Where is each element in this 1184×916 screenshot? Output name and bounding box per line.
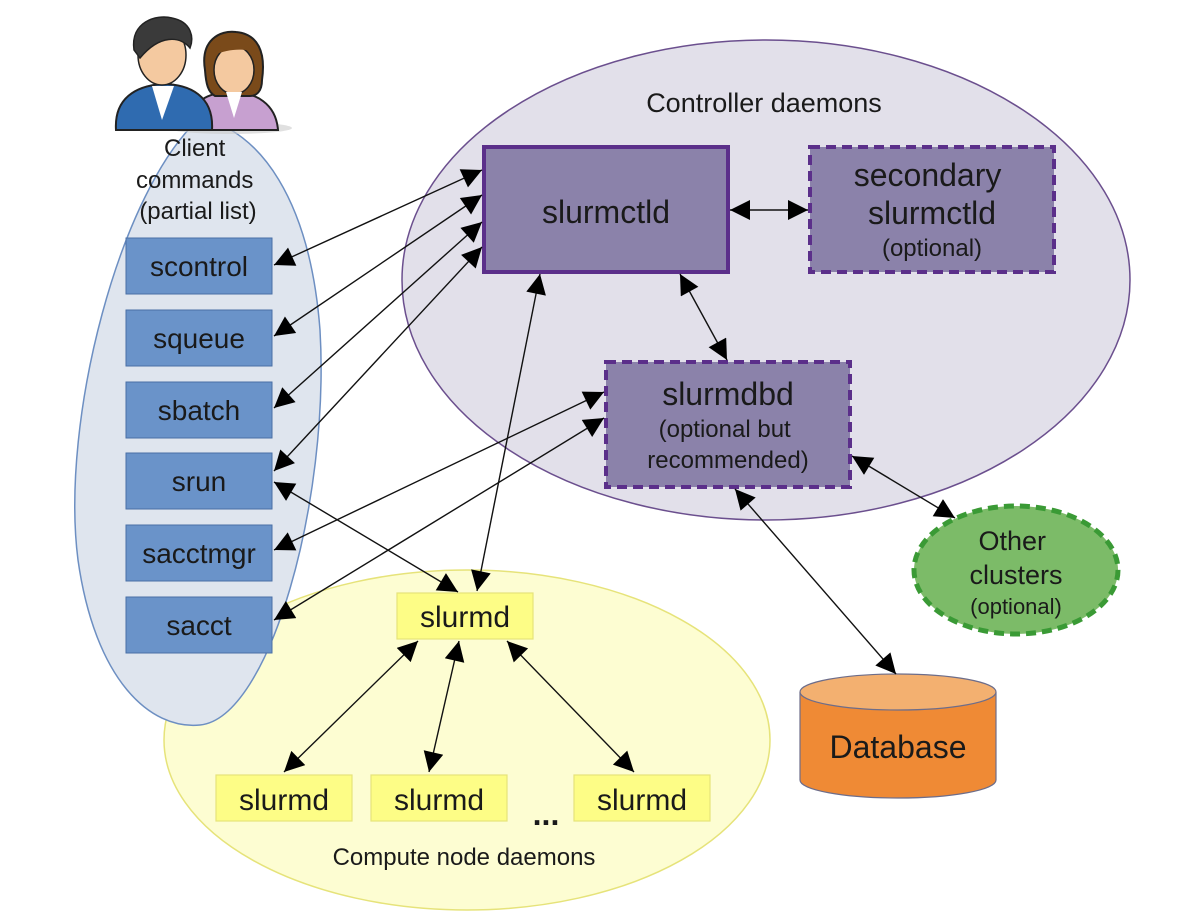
arrow-slurmd-noden bbox=[506, 640, 635, 773]
slurmd-node-2[interactable]: slurmd bbox=[370, 774, 508, 822]
slurmd-label: slurmd bbox=[239, 784, 329, 817]
database-cylinder[interactable]: Database bbox=[799, 673, 997, 799]
slurmdbd-note: (optional but recommended) bbox=[647, 416, 808, 474]
ellipsis: ... bbox=[533, 796, 560, 832]
command-squeue[interactable]: squeue bbox=[125, 309, 273, 367]
arrow-slurmd-node2 bbox=[423, 640, 465, 773]
command-label: srun bbox=[172, 466, 226, 497]
secondary-slurmctld-box[interactable]: secondary slurmctld (optional) bbox=[808, 145, 1056, 274]
secondary-slurmctld-label: secondary slurmctld bbox=[854, 157, 1011, 231]
arrow-slurmctld-slurmd bbox=[471, 273, 546, 592]
slurmdbd-box[interactable]: slurmdbd (optional but recommended) bbox=[604, 360, 852, 489]
other-clusters-label: Other clusters bbox=[969, 526, 1062, 590]
compute-label: Compute node daemons bbox=[333, 844, 596, 871]
command-srun[interactable]: srun bbox=[125, 452, 273, 510]
command-scontrol[interactable]: scontrol bbox=[125, 237, 273, 295]
slurmctld-label: slurmctld bbox=[542, 194, 670, 230]
controller-label: Controller daemons bbox=[646, 88, 882, 118]
arrow-slurmctld-slurmdbd bbox=[679, 273, 728, 361]
slurmd-label: slurmd bbox=[394, 784, 484, 817]
slurmdbd-label: slurmdbd bbox=[662, 376, 794, 412]
arrow-sacct-slurmdbd bbox=[273, 417, 605, 621]
command-sacctmgr[interactable]: sacctmgr bbox=[125, 524, 273, 582]
command-label: sbatch bbox=[158, 395, 241, 426]
slurmd-node-1[interactable]: slurmd bbox=[215, 774, 353, 822]
command-label: sacctmgr bbox=[142, 538, 256, 569]
slurmctld-box[interactable]: slurmctld bbox=[482, 145, 730, 274]
client-label: Client commands (partial list) bbox=[136, 135, 260, 225]
other-clusters[interactable]: Other clusters (optional) bbox=[911, 503, 1121, 637]
command-sbatch[interactable]: sbatch bbox=[125, 381, 273, 439]
command-label: sacct bbox=[166, 610, 232, 641]
slurmd-node-n[interactable]: slurmd bbox=[573, 774, 711, 822]
arrow-slurmdbd-otherclusters bbox=[851, 455, 956, 519]
slurmd-label: slurmd bbox=[420, 601, 510, 634]
other-clusters-optional: (optional) bbox=[970, 594, 1062, 619]
users-icon bbox=[114, 16, 292, 134]
arrow-slurmdbd-database bbox=[734, 488, 897, 675]
command-label: squeue bbox=[153, 323, 245, 354]
database-label: Database bbox=[830, 729, 967, 765]
secondary-optional-label: (optional) bbox=[882, 235, 982, 262]
arrow-slurmd-node1 bbox=[283, 640, 419, 773]
slurmd-head-box[interactable]: slurmd bbox=[396, 592, 534, 640]
command-label: scontrol bbox=[150, 251, 248, 282]
slurmd-label: slurmd bbox=[597, 784, 687, 817]
command-sacct[interactable]: sacct bbox=[125, 596, 273, 654]
